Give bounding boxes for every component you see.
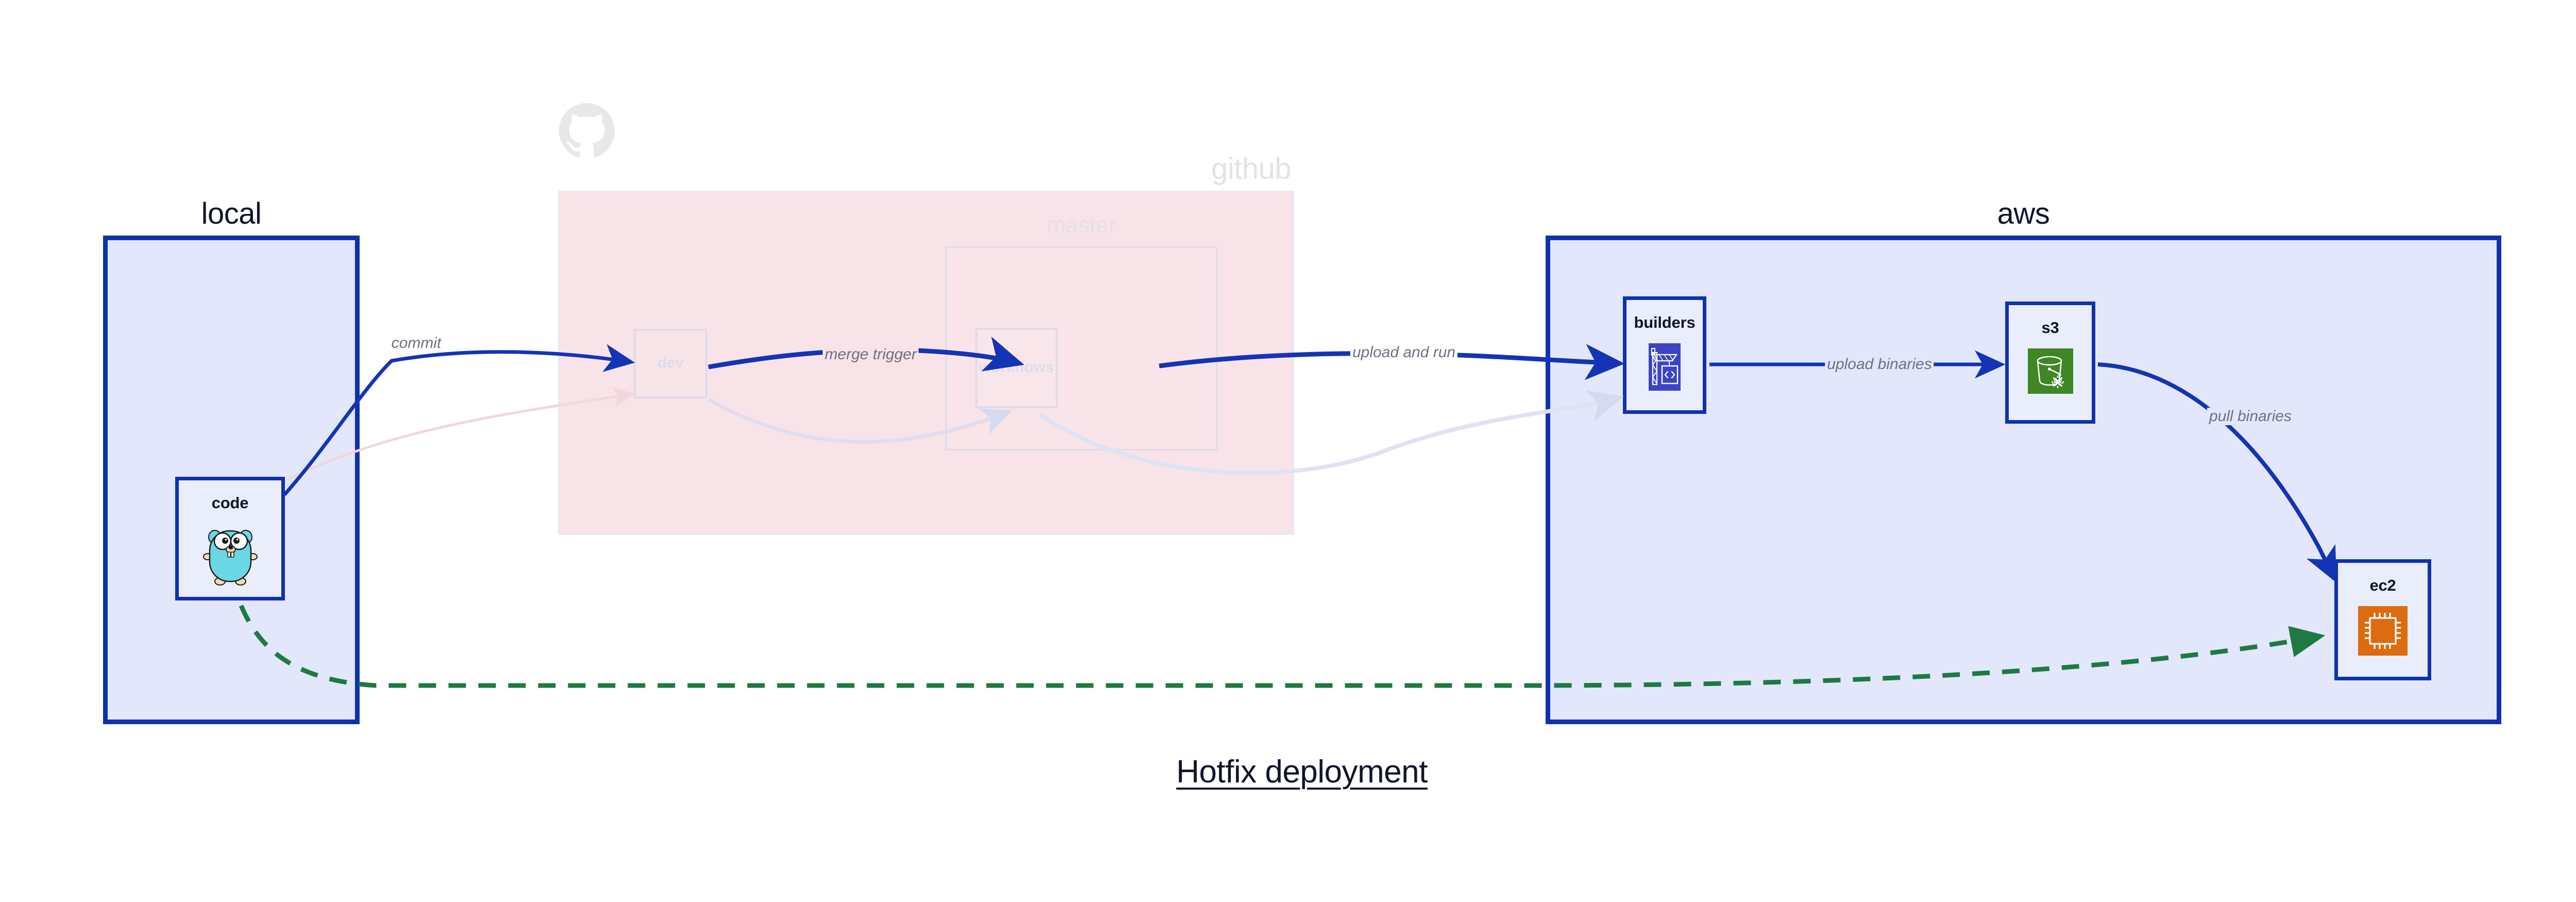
node-workflows[interactable]: workflows xyxy=(975,328,1058,408)
go-gopher-icon xyxy=(201,524,259,588)
group-aws-label: aws xyxy=(1997,197,2050,230)
group-local-label: local xyxy=(201,197,262,230)
aws-codebuild-crane-icon xyxy=(1649,343,1681,393)
node-code[interactable]: code xyxy=(175,477,285,600)
edge-label-commit: commit xyxy=(389,335,444,352)
node-workflows-label: workflows xyxy=(979,359,1054,376)
github-octocat-icon xyxy=(559,103,615,159)
node-builders[interactable]: builders xyxy=(1623,296,1706,414)
diagram-title: Hotfix deployment xyxy=(1176,754,1428,790)
aws-ec2-chip-icon xyxy=(2358,606,2408,658)
subgroup-master-label: master xyxy=(1046,212,1116,238)
node-ec2-label: ec2 xyxy=(2369,576,2396,594)
edge-label-upload-binaries: upload binaries xyxy=(1825,356,1934,373)
node-ec2[interactable]: ec2 xyxy=(2334,559,2431,680)
group-github: github master dev workflows xyxy=(558,152,1294,535)
node-dev[interactable]: dev xyxy=(634,329,707,398)
node-builders-label: builders xyxy=(1634,313,1696,331)
node-s3-label: s3 xyxy=(2041,319,2059,337)
node-code-label: code xyxy=(211,494,249,512)
edge-label-upload-and-run: upload and run xyxy=(1350,344,1458,361)
node-s3[interactable]: s3 xyxy=(2005,302,2095,424)
node-dev-label: dev xyxy=(657,354,684,371)
edge-label-merge-trigger: merge trigger xyxy=(822,346,919,363)
group-github-label: github xyxy=(1211,152,1292,186)
aws-s3-glacier-bucket-icon xyxy=(2027,348,2073,396)
edge-label-pull-binaries: pull binaries xyxy=(2207,408,2294,425)
